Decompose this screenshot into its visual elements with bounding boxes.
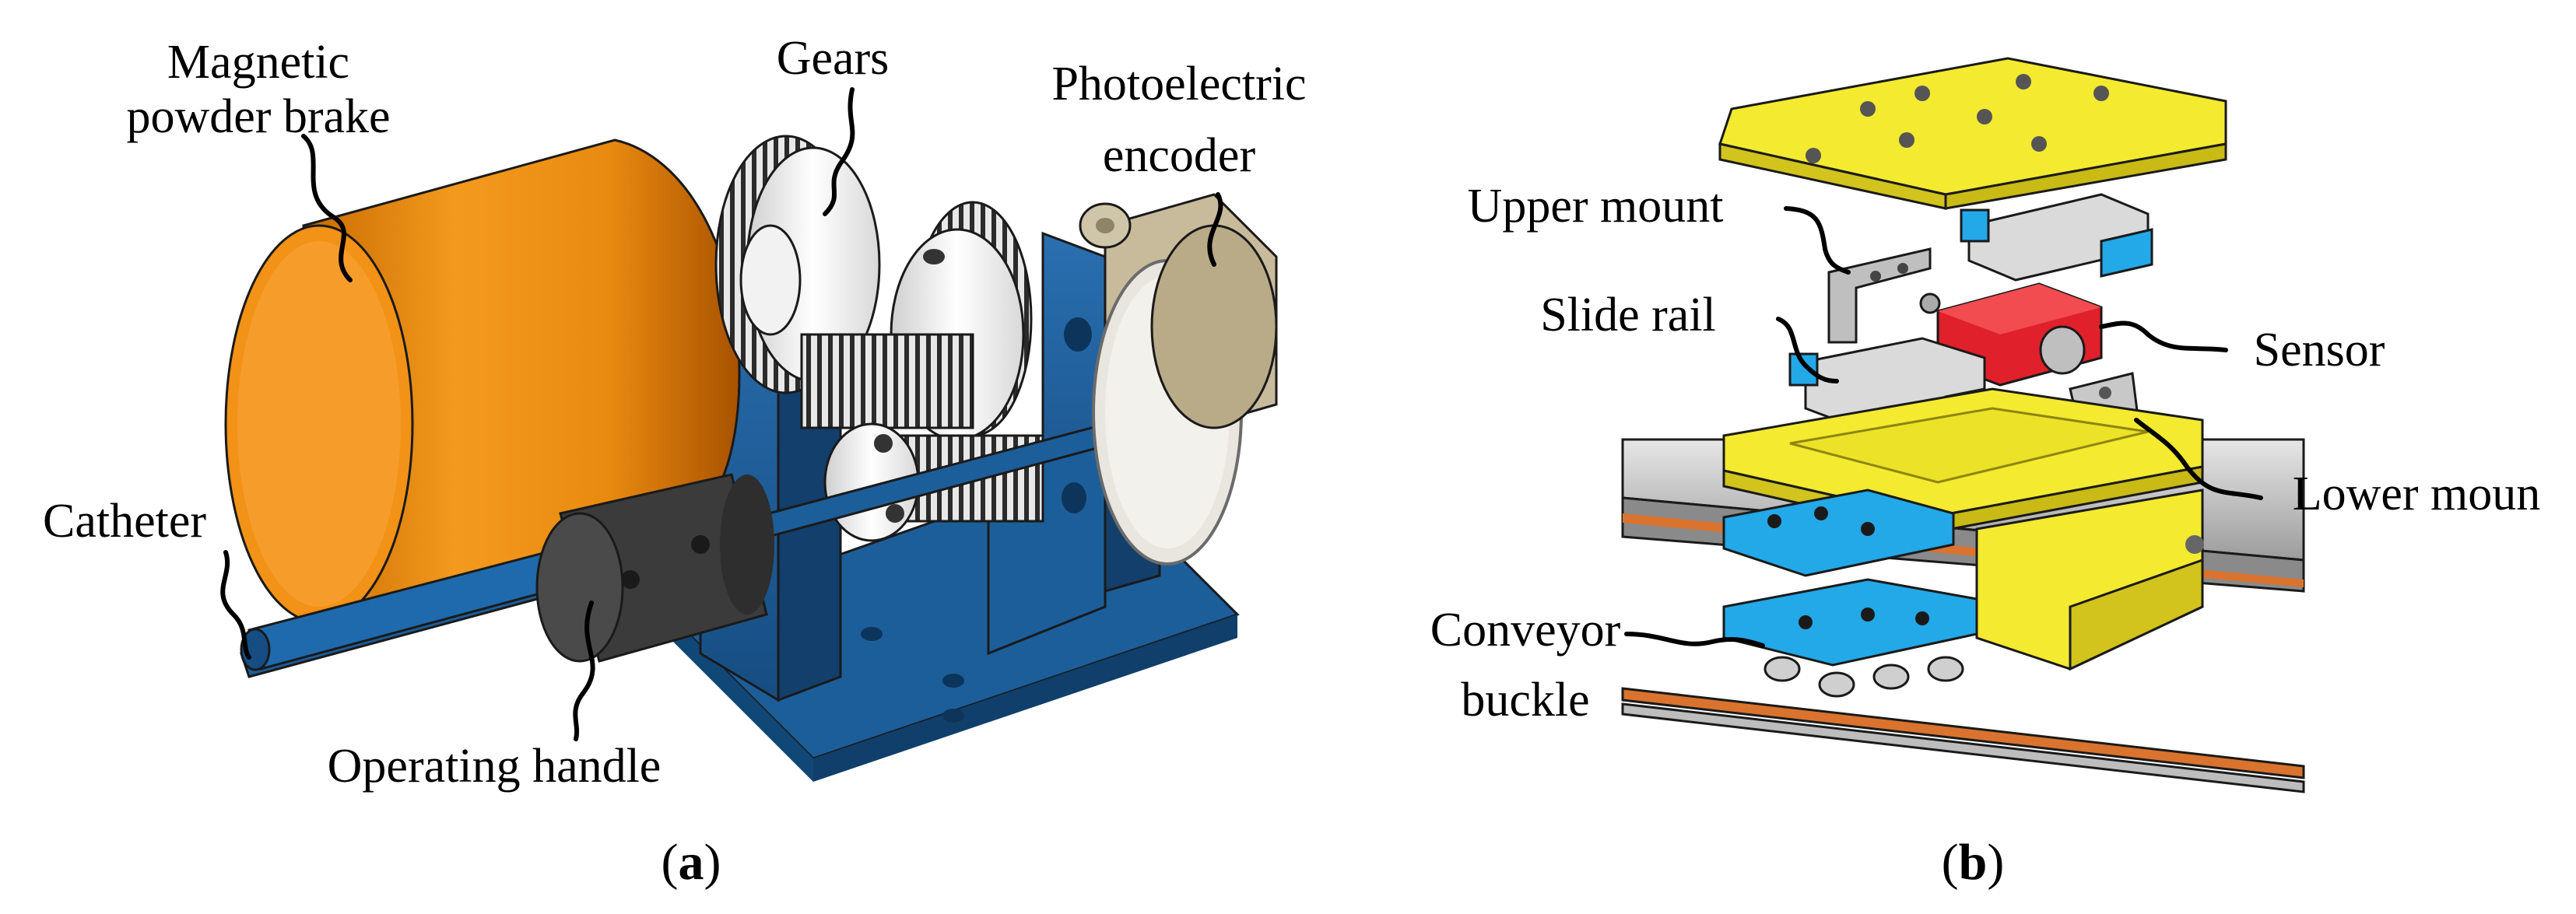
gears-label: Gears [777,32,890,85]
photoelectric-encoder [1079,193,1278,566]
upper-mount-part [1827,247,1932,344]
panel-a: Magnetic powder brake Gears Photoelectri… [43,32,1307,891]
lower-mount-label: Lower moun [2293,468,2541,520]
handle-leader [573,601,595,741]
gears-leader [823,87,855,216]
catheter-leader [220,550,251,660]
encoder-label-line2: encoder [1103,129,1256,182]
upper-slide-block [1960,193,2153,282]
slide-rail-label: Slide rail [1540,289,1716,341]
slide-rail-leader [1776,317,1839,383]
brake-label-line1: Magnetic [167,36,349,89]
conveyor-label-line1: Conveyor [1430,604,1621,657]
caption-b-letter: b [1959,834,1988,891]
brake-leader [301,134,353,282]
top-mount-plate [1718,57,2227,210]
brake-label-line2: powder brake [126,90,390,143]
conveyor-leader [1624,632,1765,648]
upper-mount-label: Upper mount [1468,180,1724,233]
lower-mount-leader [2134,418,2263,500]
catheter-label: Catheter [43,495,206,548]
caption-b: (b) [1942,834,2005,891]
sensor-leader [2099,320,2228,352]
handle-label: Operating handle [328,740,662,793]
rail-carriage [1975,489,2204,671]
caption-a: (a) [662,834,721,891]
encoder-label-line1: Photoelectric [1051,58,1306,110]
conveyor-label-line2: buckle [1461,674,1589,727]
operating-handle [535,473,774,663]
encoder-leader [1207,192,1223,267]
sensor-label: Sensor [2254,324,2385,376]
panel-b: Upper mount Slide rail Sensor Lower moun… [1430,57,2541,891]
conveyor-buckle-part [1722,489,1978,698]
upper-mount-leader [1784,206,1851,275]
caption-a-letter: a [679,834,704,891]
large-gear-left [714,135,881,394]
